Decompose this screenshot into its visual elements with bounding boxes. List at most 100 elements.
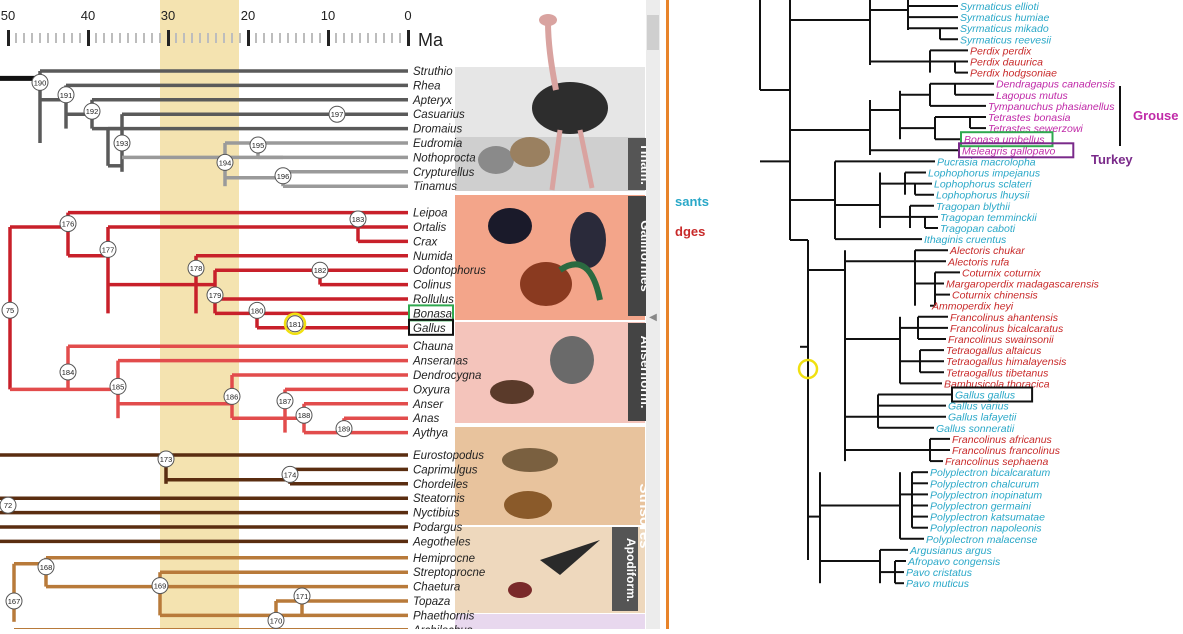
collapse-arrow-icon[interactable]: ◀ (649, 312, 657, 323)
axis-tick (319, 33, 321, 43)
taxon-label: Colinus (413, 280, 452, 292)
group-panel-bottom (455, 614, 645, 629)
axis-tick (7, 30, 10, 46)
taxon-label: Nothoprocta (413, 152, 476, 164)
tree-node-label: 176 (62, 220, 75, 229)
taxon-label: Tinamus (413, 181, 457, 193)
taxon-label: Eurostopodus (413, 450, 484, 462)
taxon-label: Leipoa (413, 208, 448, 220)
axis-tick-label: 0 (404, 8, 411, 23)
tree-node-label: 194 (219, 158, 232, 167)
taxon-label: Dromaius (413, 124, 462, 136)
taxon-label: Ortalis (413, 222, 446, 234)
tree-node-label: 177 (102, 245, 115, 254)
axis-tick (399, 33, 401, 43)
tree-node-label: 75 (6, 306, 14, 315)
axis-tick-label: 10 (321, 8, 335, 23)
axis-unit: Ma (418, 30, 444, 50)
right-tree-panel: Syrmaticus elliotiSyrmaticus humiaeSyrma… (760, 0, 1179, 590)
tree-node-label: 186 (226, 392, 239, 401)
axis-tick (15, 33, 17, 43)
taxon-label: Steatornis (413, 493, 465, 505)
axis-tick (151, 33, 153, 43)
tree-node-label: 183 (352, 215, 365, 224)
tree-node-label: 182 (314, 266, 327, 275)
taxon-label: Oxyura (413, 384, 450, 396)
axis-tick-label: 20 (241, 8, 255, 23)
axis-tick (223, 33, 225, 43)
axis-tick (95, 33, 97, 43)
axis-tick (247, 30, 250, 46)
axis-tick (295, 33, 297, 43)
turkey-label: Turkey (1091, 152, 1133, 167)
tree-node-label: 72 (4, 501, 12, 510)
tree-node-label: 171 (296, 592, 309, 601)
axis-tick (55, 33, 57, 43)
right-taxon-label: Pavo muticus (906, 578, 970, 590)
taxon-label: Podargus (413, 522, 462, 534)
taxon-label: Hemiprocne (413, 553, 475, 565)
taxon-label: Numida (413, 251, 453, 263)
axis-tick (111, 33, 113, 43)
axis-tick (63, 33, 65, 43)
axis-tick (23, 33, 25, 43)
axis-tick (39, 33, 41, 43)
tree-node-label: 193 (116, 139, 129, 148)
taxon-label: Caprimulgus (413, 464, 478, 476)
tree-node-label: 189 (338, 425, 351, 434)
axis-tick (367, 33, 369, 43)
tree-node-label: 187 (279, 397, 292, 406)
tree-node-label: 185 (112, 382, 125, 391)
tree-node-label: 167 (8, 597, 21, 606)
tree-node-label: 173 (160, 455, 173, 464)
taxon-label: Phaethornis (413, 610, 475, 622)
taxon-label: Rollulus (413, 294, 454, 306)
panel-scrollbar-thumb[interactable] (647, 15, 659, 50)
taxon-label: Struthio (413, 66, 453, 78)
middle-fragment-bottom: dges (675, 224, 705, 239)
axis-tick (335, 33, 337, 43)
axis-tick (271, 33, 273, 43)
axis-tick (199, 33, 201, 43)
grouse-label: Grouse (1133, 108, 1179, 123)
axis-tick (87, 30, 90, 46)
taxon-label: Apteryx (412, 95, 453, 107)
tree-node-label: 170 (270, 616, 283, 625)
axis-tick (279, 33, 281, 43)
axis-tick (383, 33, 385, 43)
axis-tick (311, 33, 313, 43)
taxon-label: Odontophorus (413, 265, 486, 277)
axis-tick (231, 33, 233, 43)
axis-tick (31, 33, 33, 43)
axis-tick (303, 33, 305, 43)
panel-divider (666, 0, 669, 629)
axis-tick (287, 33, 289, 43)
taxon-label: Rhea (413, 80, 441, 92)
tree-node-label: 191 (60, 91, 73, 100)
taxon-label: Bonasa (413, 308, 452, 320)
axis-tick (167, 30, 170, 46)
tree-node-label: 174 (284, 470, 297, 479)
axis-tick (327, 30, 330, 46)
tree-node-label: 184 (62, 368, 75, 377)
taxon-label: Eudromia (413, 138, 462, 150)
axis-tick (215, 33, 217, 43)
middle-fragment-top: sants (675, 194, 709, 209)
axis-tick (375, 33, 377, 43)
tree-node-label: 197 (331, 110, 344, 119)
taxon-label: Casuarius (413, 109, 465, 121)
taxon-label: Dendrocygna (413, 370, 481, 382)
axis-tick (119, 33, 121, 43)
tree-node-label: 188 (298, 411, 311, 420)
axis-tick (191, 33, 193, 43)
tree-node-label: 190 (34, 78, 47, 87)
axis-tick (159, 33, 161, 43)
axis-tick (255, 33, 257, 43)
tree-node-label: 192 (86, 107, 99, 116)
taxon-label: Anas (412, 413, 439, 425)
tree-node-label: 169 (154, 582, 167, 591)
axis-tick (391, 33, 393, 43)
axis-tick (343, 33, 345, 43)
axis-tick (135, 33, 137, 43)
